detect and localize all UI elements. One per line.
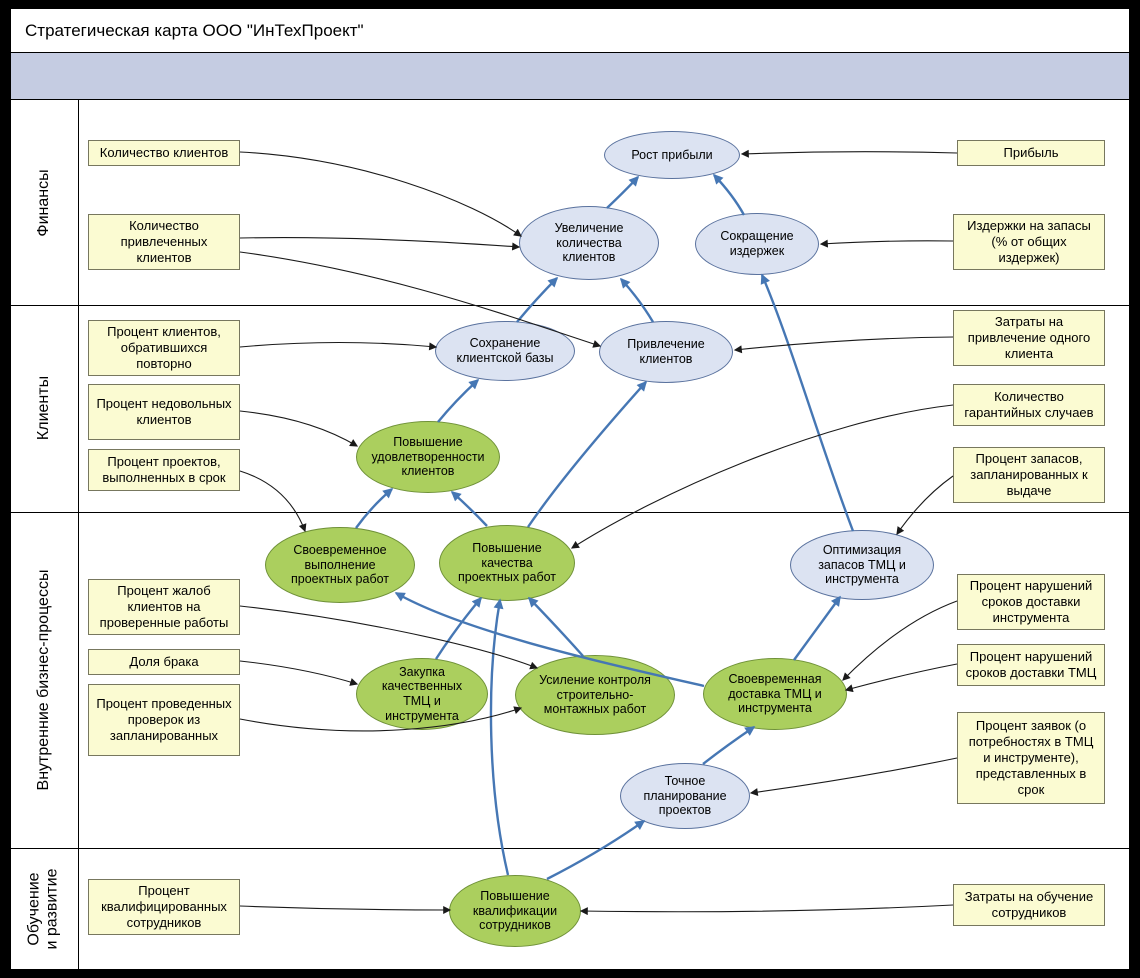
goal-node-accurate-planning: Точное планирование проектов	[620, 763, 750, 829]
kpi-box-kpi-attracted-clients: Количество привлеченных клиентов	[88, 214, 240, 270]
page-title: Стратегическая карта ООО "ИнТехПроект"	[25, 20, 364, 40]
row-divider-clients-processes	[10, 512, 1130, 513]
goal-node-timely-delivery: Своевременная доставка ТМЦ и инструмента	[703, 658, 847, 730]
kpi-box-kpi-on-time-projects: Процент проектов, выполненных в срок	[88, 449, 240, 491]
kpi-box-kpi-repeat-clients: Процент клиентов, обратившихся повторно	[88, 320, 240, 376]
kpi-box-kpi-requests-on-time: Процент заявок (о потребностях в ТМЦ и и…	[957, 712, 1105, 804]
perspective-label-0: Финансы	[34, 169, 52, 237]
goal-node-client-satisfaction: Повышение удовлетворенности клиентов	[356, 421, 500, 493]
kpi-box-kpi-complaints: Процент жалоб клиентов на проверенные ра…	[88, 579, 240, 635]
goal-node-retain-clients: Сохранение клиентской базы	[435, 321, 575, 381]
kpi-box-kpi-warranty-cases: Количество гарантийных случаев	[953, 384, 1105, 426]
goal-node-more-clients: Увеличение количества клиентов	[519, 206, 659, 280]
goal-node-profit-growth: Рост прибыли	[604, 131, 740, 179]
kpi-box-kpi-inspections-done: Процент проведенных проверок из запланир…	[88, 684, 240, 756]
kpi-box-kpi-inventory-costs: Издержки на запасы (% от общих издержек)	[953, 214, 1105, 270]
kpi-box-kpi-tool-delivery-violations: Процент нарушений сроков доставки инстру…	[957, 574, 1105, 630]
header-band	[10, 52, 1130, 100]
goal-node-quality-procurement: Закупка качественных ТМЦ и инструмента	[356, 658, 488, 730]
goal-node-inventory-optimization: Оптимизация запасов ТМЦ и инструмента	[790, 530, 934, 600]
kpi-box-kpi-acquisition-cost: Затраты на привлечение одного клиента	[953, 310, 1105, 366]
kpi-box-kpi-planned-issue-stock: Процент запасов, запланированных к выдач…	[953, 447, 1105, 503]
perspective-label-2: Внутренние бизнес-процессы	[34, 569, 52, 791]
kpi-box-kpi-defect-share: Доля брака	[88, 649, 240, 675]
kpi-box-kpi-qualified-staff: Процент квалифицированных сотрудников	[88, 879, 240, 935]
perspective-column-divider	[78, 100, 79, 970]
kpi-box-kpi-tmc-delivery-violations: Процент нарушений сроков доставки ТМЦ	[957, 644, 1105, 686]
goal-node-timely-projects: Своевременное выполнение проектных работ	[265, 527, 415, 603]
goal-node-cost-cut: Сокращение издержек	[695, 213, 819, 275]
kpi-box-kpi-unhappy-clients: Процент недовольных клиентов	[88, 384, 240, 440]
kpi-box-kpi-client-count: Количество клиентов	[88, 140, 240, 166]
row-divider-processes-learning	[10, 848, 1130, 849]
goal-node-attract-clients: Привлечение клиентов	[599, 321, 733, 383]
perspective-label-1: Клиенты	[34, 375, 52, 441]
row-divider-finance-clients	[10, 305, 1130, 306]
title-bar: Стратегическая карта ООО "ИнТехПроект"	[10, 8, 1130, 53]
kpi-box-kpi-profit: Прибыль	[957, 140, 1105, 166]
goal-node-construction-control: Усиление контроля строительно-монтажных …	[515, 655, 675, 735]
goal-node-staff-qualification: Повышение квалификации сотрудников	[449, 875, 581, 947]
kpi-box-kpi-training-costs: Затраты на обучение сотрудников	[953, 884, 1105, 926]
perspective-label-3: Обучение и развитие	[25, 868, 61, 950]
goal-node-project-quality: Повышение качества проектных работ	[439, 525, 575, 601]
